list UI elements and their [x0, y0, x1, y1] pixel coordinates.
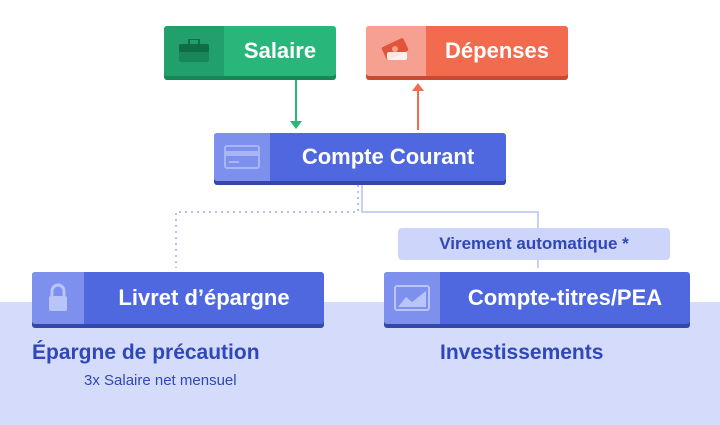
investissements-caption: Investissements: [440, 341, 604, 364]
money-icon: [366, 26, 426, 76]
salaire-node: Salaire: [164, 26, 336, 76]
livret-node: Livret d’épargne: [32, 272, 324, 324]
livret-label: Livret d’épargne: [118, 285, 290, 310]
arrowhead-salaire: [290, 121, 302, 129]
compte-courant-node: Compte Courant: [214, 133, 506, 181]
chart-icon: [384, 272, 440, 324]
depenses-node: Dépenses: [366, 26, 568, 76]
epargne-caption-sub: 3x Salaire net mensuel: [84, 372, 237, 389]
lock-icon: [32, 272, 84, 324]
virement-label: Virement automatique *: [398, 228, 670, 260]
arrowhead-depenses: [412, 83, 424, 91]
compte-courant-label: Compte Courant: [301, 144, 475, 169]
depenses-label: Dépenses: [445, 38, 549, 63]
dotted-link-livret: [175, 185, 359, 268]
compte-titres-label: Compte-titres/PEA: [467, 285, 663, 310]
briefcase-icon: [164, 26, 224, 76]
compte-titres-node: Compte-titres/PEA: [384, 272, 690, 324]
epargne-caption-title: Épargne de précaution: [32, 341, 260, 364]
salaire-label: Salaire: [243, 38, 317, 63]
credit-card-icon: [214, 133, 270, 181]
